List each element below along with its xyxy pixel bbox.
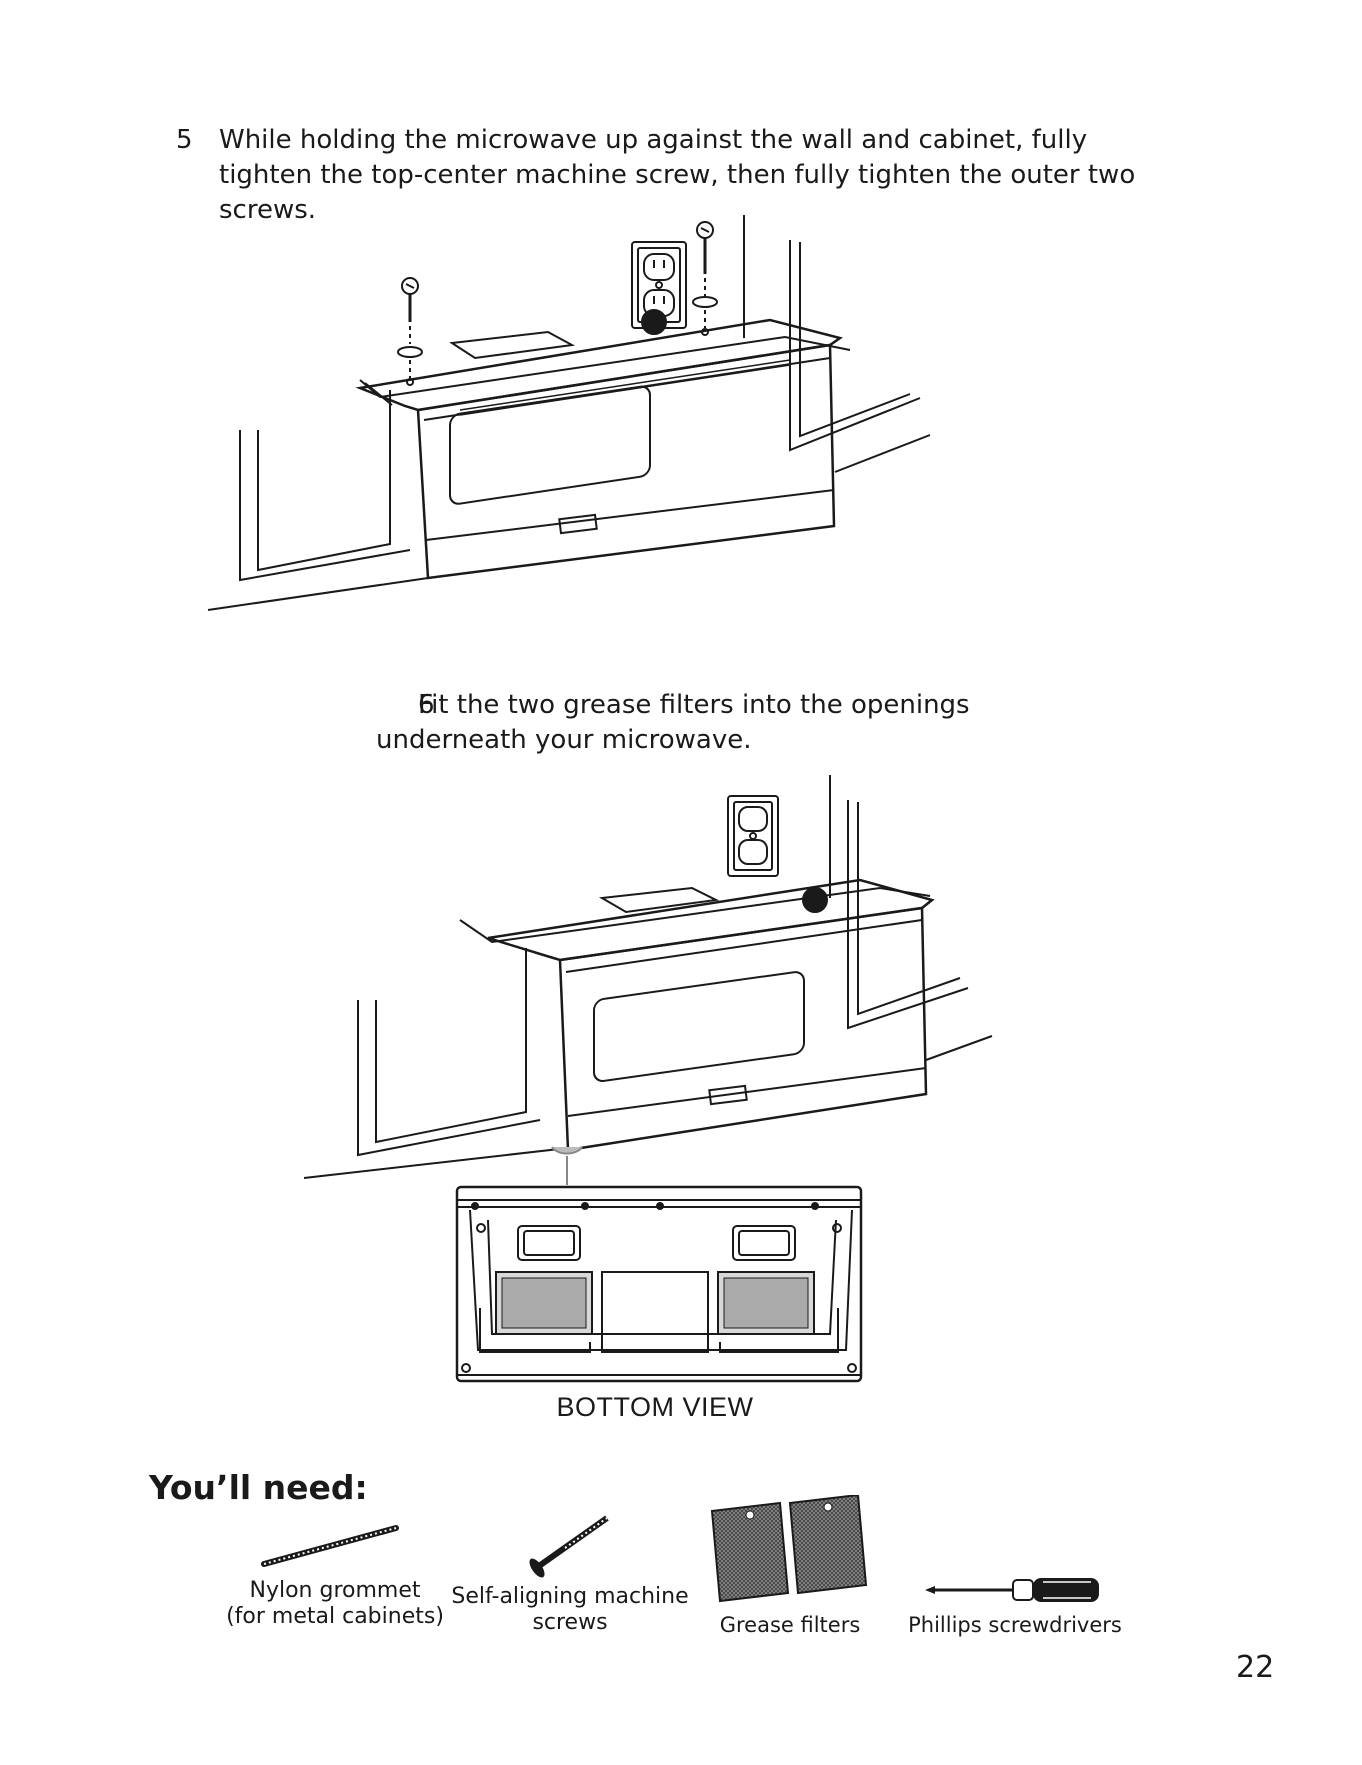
step-6-instruction: 6Fit the two grease filters into the ope… [376, 688, 1096, 758]
page-number: 22 [1236, 1650, 1275, 1685]
top-vent [449, 330, 576, 360]
microwave-front [558, 906, 928, 1152]
front-vent-slits [459, 359, 791, 416]
step-6-text: 6Fit the two grease filters into the ope… [376, 688, 1096, 758]
left-cabinet [239, 430, 411, 582]
item-label-machine-screws: Self-aligning machine screws [445, 1584, 695, 1636]
item-label-line: (for metal cabinets) [226, 1604, 444, 1629]
grease-filters-icon [710, 1495, 868, 1603]
self-aligning-screw-icon [529, 1515, 609, 1578]
microwave-window [449, 385, 651, 505]
microwave-window [593, 971, 805, 1083]
item-label-phillips-screwdrivers: Phillips screwdrivers [908, 1613, 1122, 1637]
step-5-number: 5 [176, 125, 193, 155]
step-5-text: While holding the microwave up against t… [219, 125, 1136, 225]
microwave-screws-illustration [207, 215, 931, 611]
youll-need-heading: You’ll need: [149, 1468, 368, 1507]
microwave-front [416, 343, 836, 580]
machine-screw-icon [692, 221, 718, 336]
step-6-body: Fit the two grease filters into the open… [376, 690, 970, 755]
top-hole [641, 309, 667, 335]
machine-screw-icon [397, 277, 423, 386]
nylon-grommet-icon [261, 1525, 399, 1567]
phillips-screwdriver-icon [925, 1578, 1099, 1602]
cabinet-top-edge [359, 335, 851, 399]
item-label-line: screws [532, 1610, 608, 1635]
grease-filter-slot [495, 1271, 593, 1335]
item-label-line: Self-aligning machine [451, 1584, 689, 1609]
grease-filter-illustration [303, 775, 993, 1383]
front-badge [558, 513, 598, 535]
item-label-line: Nylon grommet [249, 1578, 421, 1603]
step-6-number: 6 [418, 690, 435, 720]
item-label-nylon-grommet: Nylon grommet (for metal cabinets) [210, 1578, 460, 1630]
bottom-view-label: BOTTOM VIEW [556, 1392, 754, 1422]
bottom-view-diagram [455, 1185, 863, 1383]
grease-filter-slot [717, 1271, 815, 1335]
item-label-grease-filters: Grease filters [719, 1613, 861, 1637]
right-cabinet [789, 240, 921, 452]
wall-outlet-icon [727, 795, 779, 877]
